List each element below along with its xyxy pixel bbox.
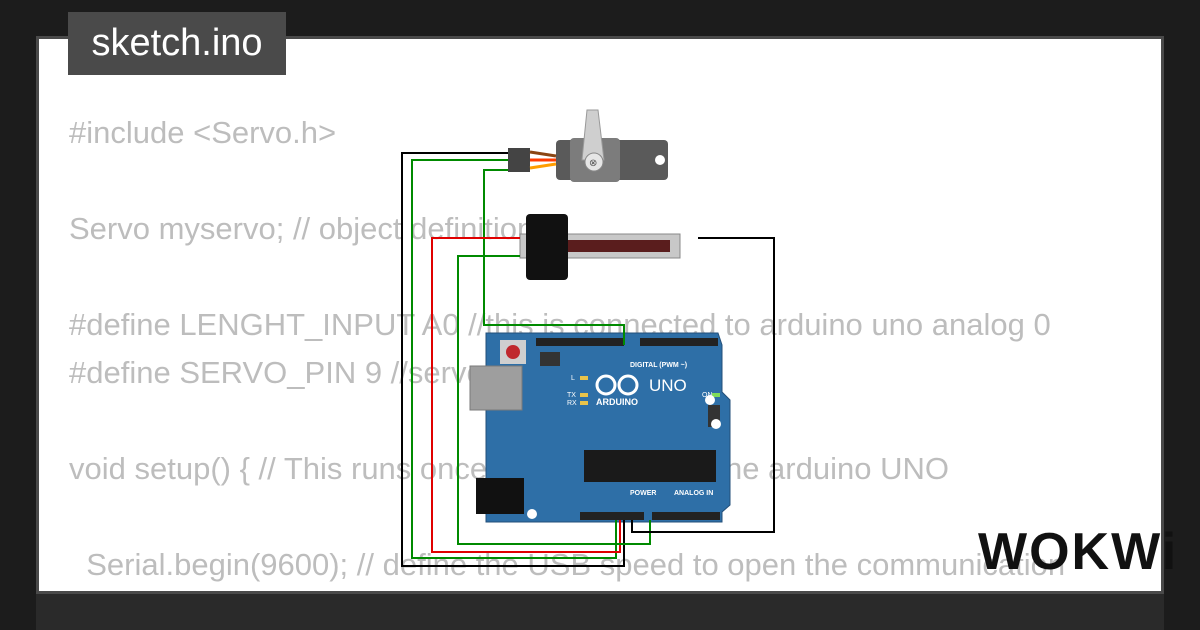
- digital-label: DIGITAL (PWM ~): [630, 362, 687, 369]
- usb-port: [469, 365, 523, 411]
- arduino-logo: [595, 374, 639, 396]
- on-label: ON: [702, 392, 713, 399]
- code-line: Servo myservo; // object definition: [69, 211, 535, 246]
- power-jack: [476, 478, 524, 514]
- slide-potentiometer: [519, 214, 681, 280]
- digital-header-left: [536, 338, 624, 346]
- sketch-title: sketch.ino: [68, 12, 286, 75]
- code-line: Serial.begin(9600); // define the USB sp…: [69, 547, 1066, 582]
- code-line: #include <Servo.h>: [69, 115, 337, 150]
- analog-label: ANALOG IN: [674, 490, 713, 497]
- power-header: [580, 512, 644, 520]
- servo-motor: ⊗: [508, 109, 668, 182]
- analog-header: [652, 512, 720, 520]
- slider-knob[interactable]: [526, 214, 568, 280]
- code-line: #define LENGHT_INPUT A0 //this is connec…: [69, 307, 1051, 342]
- l-led-label: L: [571, 375, 575, 382]
- arduino-uno-board: UNO ARDUINO DIGITAL (PWM ~) POWER ANALOG…: [469, 332, 731, 523]
- board-brand-label: ARDUINO: [596, 397, 638, 407]
- code-preview: #include <Servo.h> Servo myservo; // obj…: [69, 109, 1137, 589]
- code-line: #define SERVO_PIN 9 //servo pin: [69, 355, 534, 390]
- board-model-label: UNO: [649, 376, 687, 395]
- servo-connector: [508, 148, 530, 172]
- atmega-chip: [584, 450, 716, 482]
- tx-led-label: TX: [567, 392, 576, 399]
- digital-header-right: [640, 338, 718, 346]
- power-label: POWER: [630, 490, 656, 497]
- wokwi-logo: WOKWi: [978, 523, 1179, 581]
- rx-led-label: RX: [567, 400, 577, 407]
- svg-text:⊗: ⊗: [589, 158, 597, 169]
- card-shadow: [36, 594, 1164, 630]
- wires: [401, 152, 775, 567]
- reset-button[interactable]: [506, 345, 520, 359]
